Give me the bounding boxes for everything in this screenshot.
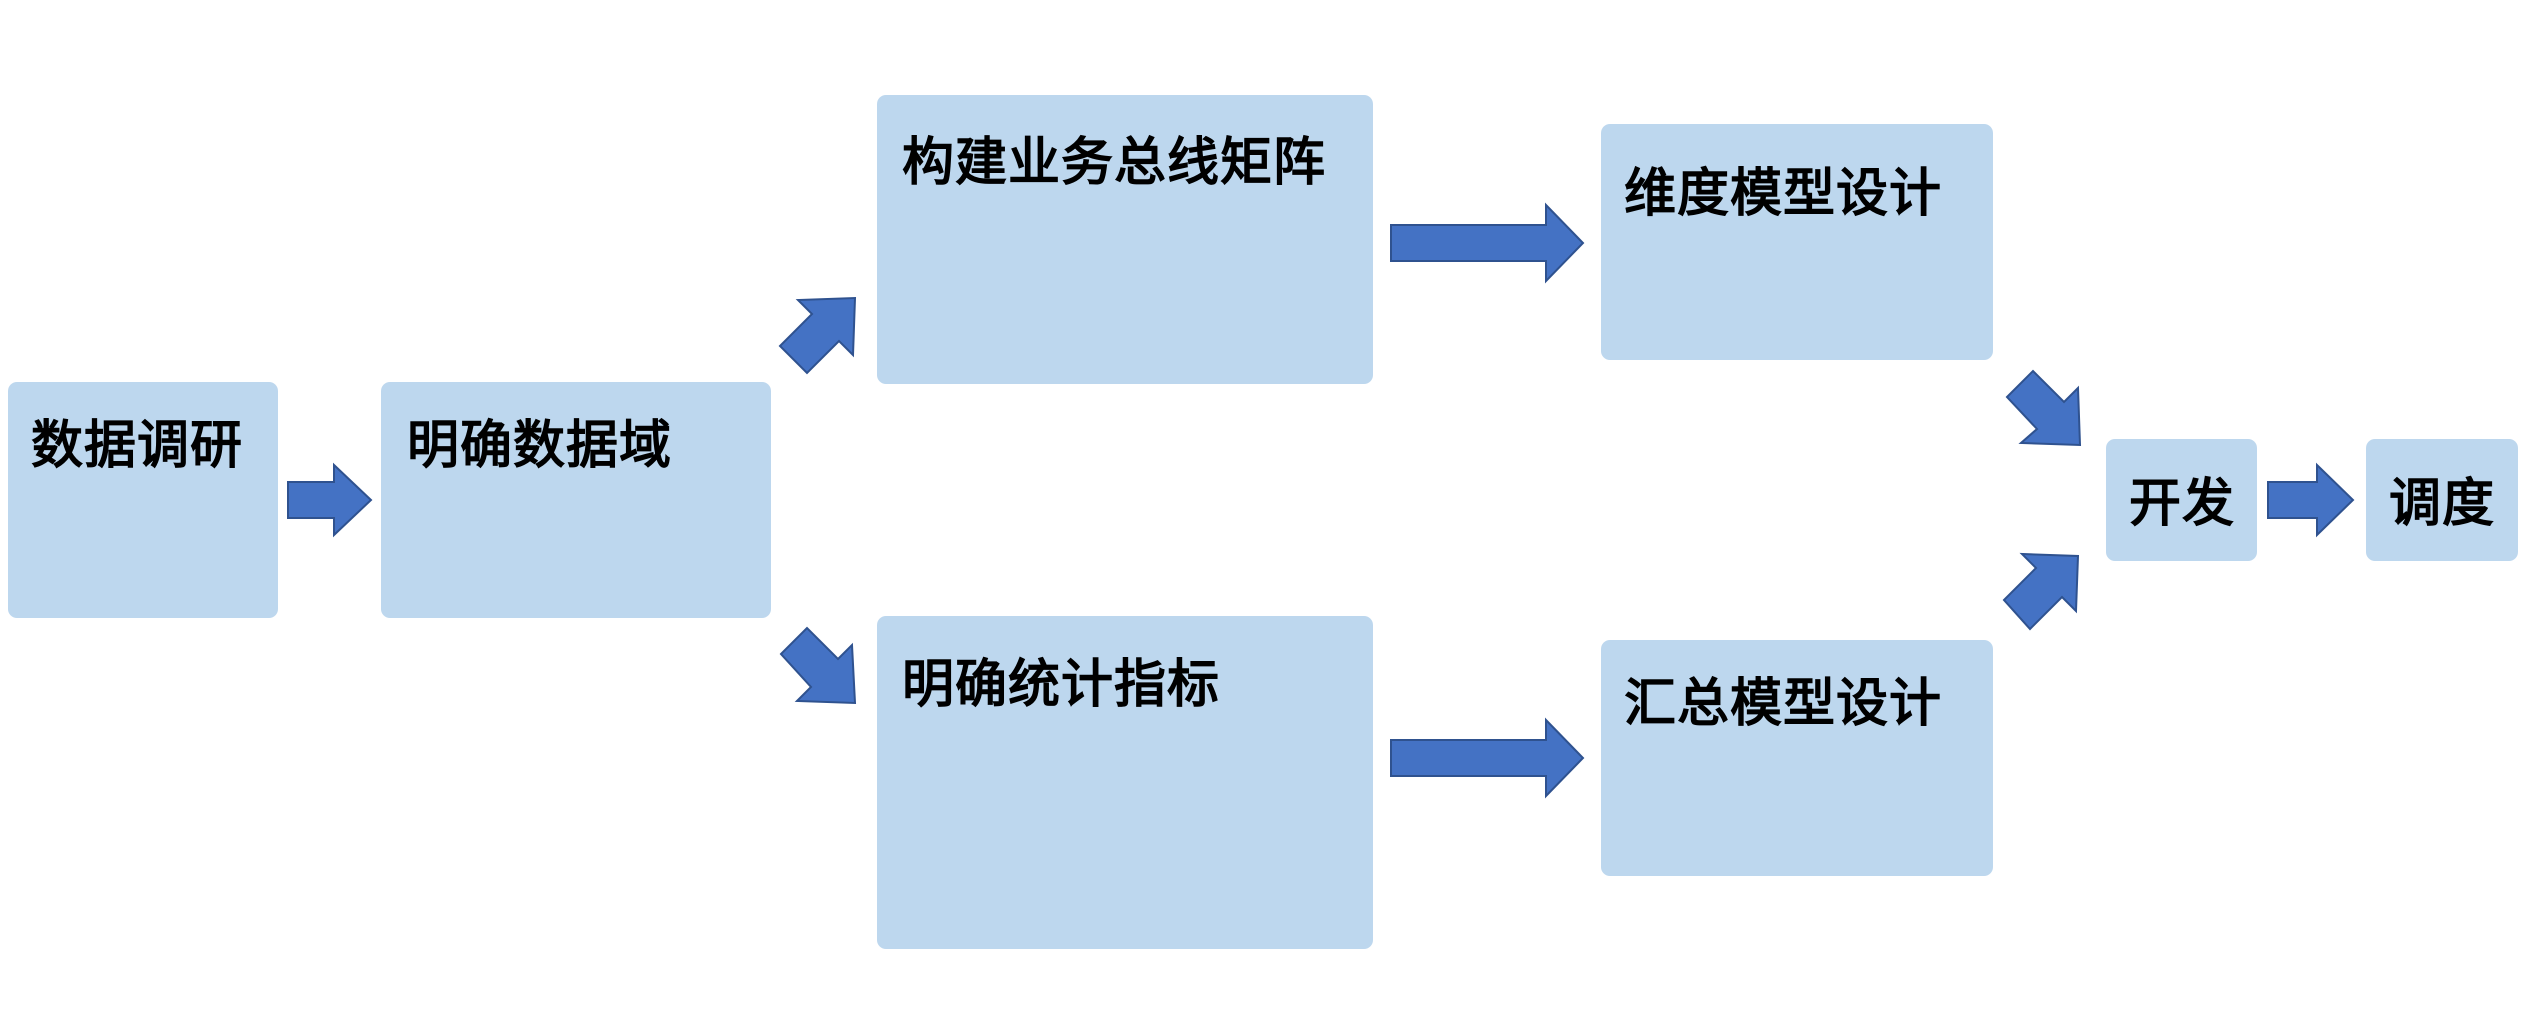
node-data-survey: 数据调研 xyxy=(8,382,278,618)
node-dimension-model-design: 维度模型设计 xyxy=(1601,124,1993,360)
node-define-data-domain: 明确数据域 xyxy=(381,382,771,618)
arrow-metrics-to-summary-model xyxy=(1390,717,1585,799)
node-build-bus-matrix-label: 构建业务总线矩阵 xyxy=(902,133,1327,193)
node-develop-label: 开发 xyxy=(2129,474,2236,534)
node-dimension-model-design-label: 维度模型设计 xyxy=(1624,164,1943,224)
arrow-survey-to-domain xyxy=(287,462,373,538)
arrow-domain-to-metrics xyxy=(779,626,857,705)
arrow-summary-model-to-develop xyxy=(2002,552,2080,631)
node-define-metrics: 明确统计指标 xyxy=(877,616,1373,949)
node-summary-model-design: 汇总模型设计 xyxy=(1601,640,1993,876)
node-data-survey-label: 数据调研 xyxy=(31,416,244,476)
arrow-domain-to-bus-matrix xyxy=(778,296,857,375)
node-develop: 开发 xyxy=(2106,439,2257,561)
node-define-data-domain-label: 明确数据域 xyxy=(407,416,673,476)
node-schedule: 调度 xyxy=(2366,439,2518,561)
arrow-dimension-model-to-develop xyxy=(2005,369,2082,447)
arrow-bus-matrix-to-dimension-model xyxy=(1390,202,1585,284)
node-build-bus-matrix: 构建业务总线矩阵 xyxy=(877,95,1373,384)
node-summary-model-design-label: 汇总模型设计 xyxy=(1624,674,1943,734)
node-define-metrics-label: 明确统计指标 xyxy=(902,655,1221,715)
node-schedule-label: 调度 xyxy=(2389,474,2496,534)
arrow-develop-to-schedule xyxy=(2267,462,2355,538)
